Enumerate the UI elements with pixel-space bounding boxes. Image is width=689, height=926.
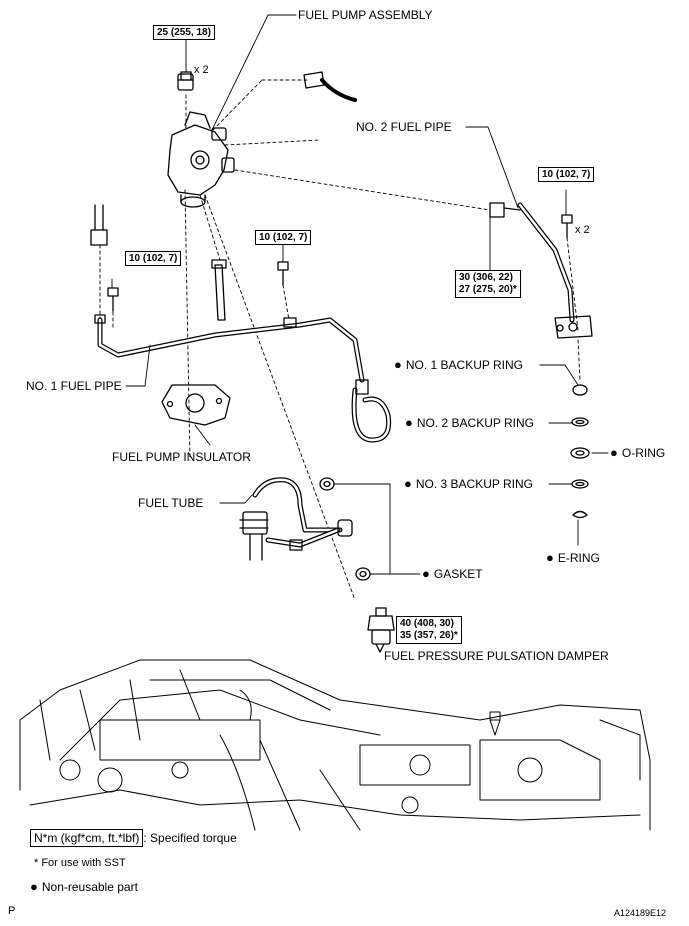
no1-fuel-pipe bbox=[90, 204, 392, 443]
alignment-lines bbox=[99, 79, 581, 601]
label-fuel-pump-assembly: FUEL PUMP ASSEMBLY bbox=[298, 8, 433, 22]
torque-damper-line2: 35 (357, 26)* bbox=[400, 630, 458, 641]
legend-sst-note: * For use with SST bbox=[34, 857, 126, 869]
fuel-pump-insulator bbox=[161, 384, 231, 426]
legend-non-reusable: Non-reusable part bbox=[30, 880, 138, 894]
footer-left-code: P bbox=[8, 905, 16, 917]
label-fuel-pump-insulator: FUEL PUMP INSULATOR bbox=[112, 450, 251, 464]
torque-pipe2-nut: 30 (306, 22) 27 (275, 20)* bbox=[455, 270, 521, 298]
label-no1-fuel-pipe: NO. 1 FUEL PIPE bbox=[26, 379, 122, 393]
label-fuel-pressure-pulsation-damper: FUEL PRESSURE PULSATION DAMPER bbox=[384, 649, 609, 663]
torque-pipe2-bolts: 10 (102, 7) bbox=[538, 167, 595, 182]
torque-pipe1-bolt-left: 10 (102, 7) bbox=[125, 251, 182, 266]
engine-illustration bbox=[19, 659, 651, 831]
fuel-pump-assembly bbox=[167, 73, 235, 208]
label-no3-backup-ring: NO. 3 BACKUP RING bbox=[404, 477, 533, 491]
torque-pipe1-bolt-mid: 10 (102, 7) bbox=[255, 230, 312, 245]
torque-pipe2-nut-line1: 30 (306, 22) bbox=[459, 272, 513, 283]
no2-fuel-pipe bbox=[489, 202, 593, 339]
torque-damper-line1: 40 (408, 30) bbox=[400, 618, 454, 629]
fuel-tube bbox=[239, 477, 353, 561]
bolt-icons bbox=[107, 71, 573, 312]
label-no1-backup-ring: NO. 1 BACKUP RING bbox=[394, 358, 523, 372]
torque-pump-bolts: 25 (255, 18) bbox=[153, 25, 215, 40]
footer-right-code: A124189E12 bbox=[614, 908, 667, 918]
label-gasket: GASKET bbox=[422, 567, 483, 581]
label-no2-fuel-pipe: NO. 2 FUEL PIPE bbox=[356, 120, 452, 134]
qty-pipe2-bolts: x 2 bbox=[575, 224, 590, 236]
label-e-ring: E-RING bbox=[546, 551, 600, 565]
label-no2-backup-ring: NO. 2 BACKUP RING bbox=[405, 416, 534, 430]
qty-pump-bolts: x 2 bbox=[194, 64, 209, 76]
label-fuel-tube: FUEL TUBE bbox=[138, 496, 204, 510]
fuel-pressure-pulsation-damper bbox=[367, 607, 395, 653]
label-o-ring: O-RING bbox=[610, 446, 665, 460]
legend-torque-desc: : Specified torque bbox=[143, 831, 237, 845]
torque-pipe2-nut-line2: 27 (275, 20)* bbox=[459, 284, 517, 295]
torque-damper: 40 (408, 30) 35 (357, 26)* bbox=[396, 616, 462, 644]
legend-torque: N*m (kgf*cm, ft.*lbf): Specified torque bbox=[30, 829, 237, 847]
legend-torque-unit: N*m (kgf*cm, ft.*lbf) bbox=[30, 829, 144, 847]
leader-lines bbox=[111, 14, 609, 575]
